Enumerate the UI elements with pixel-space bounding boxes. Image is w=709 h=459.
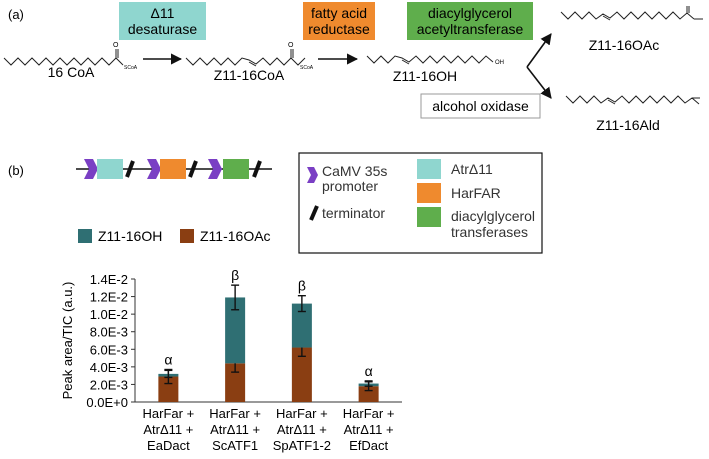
- chart-legend: Z11-16OH Z11-16OAc: [78, 228, 271, 244]
- atom-scoa-2: SCoA: [300, 65, 314, 71]
- promoter-icon: [208, 159, 222, 179]
- legend-atr-label: AtrΔ11: [451, 161, 493, 177]
- terminator-icon: [125, 160, 135, 178]
- promoter-icon: [84, 159, 98, 179]
- compound-z11-16coa: Z11-16CoA: [214, 67, 285, 83]
- legend-terminator-icon: [309, 205, 319, 221]
- atom-oh: OH: [495, 60, 504, 66]
- significance-label: β: [231, 267, 239, 283]
- dgat-gene: [223, 159, 249, 179]
- significance-label: β: [298, 278, 306, 294]
- y-tick-label: 1.2E-2: [90, 290, 128, 305]
- legend-z11-16oac-label: Z11-16OAc: [200, 228, 271, 244]
- harfar-gene: [160, 159, 186, 179]
- legend-z11-16oh-label: Z11-16OH: [98, 228, 162, 244]
- arrow-to-oac: [526, 33, 552, 68]
- arrow-to-ald: [526, 66, 552, 99]
- molecule-z11-16oh: [366, 55, 494, 65]
- y-axis-label: Peak area/TIC (a.u.): [60, 282, 75, 400]
- atom-o-1: O: [113, 42, 119, 49]
- legend-terminator-label: terminator: [322, 205, 385, 221]
- y-tick-label: 8.0E-3: [90, 325, 128, 340]
- legend-z11-16oac-swatch: [180, 229, 194, 243]
- promoter-icon: [147, 159, 161, 179]
- legend-dgat-swatch: [417, 207, 441, 227]
- legend-z11-16oh-swatch: [78, 229, 92, 243]
- y-tick-label: 2.0E-3: [90, 377, 128, 392]
- compound-z11-16oac: Z11-16OAc: [589, 37, 660, 53]
- molecule-16coa: [3, 49, 124, 66]
- terminator-icon: [188, 160, 198, 178]
- bar-z11-16oh: [291, 303, 312, 348]
- x-tick-label: HarFar +AtrΔ11 +ScATF1: [209, 406, 261, 453]
- oxidase-box: alcohol oxidase: [420, 93, 541, 119]
- y-tick-label: 0.0E+0: [86, 395, 128, 410]
- molecule-z11-16coa: [185, 49, 306, 67]
- bar-z11-16oac: [291, 347, 312, 402]
- y-tick-label: 6.0E-3: [90, 342, 128, 357]
- significance-label: α: [164, 351, 172, 367]
- bar-z11-16oac: [358, 386, 379, 402]
- legend-harfar-swatch: [417, 183, 441, 203]
- oxidase-label: alcohol oxidase: [432, 98, 529, 114]
- panel-b-label: (b): [8, 163, 24, 178]
- atom-scoa-1: SCoA: [124, 65, 138, 71]
- compound-z11-16oh: Z11-16OH: [393, 68, 457, 84]
- gene-construct: [76, 159, 272, 179]
- compound-z11-16ald: Z11-16Ald: [596, 117, 660, 133]
- y-tick-label: 1.0E-2: [90, 307, 128, 322]
- x-tick-label: HarFar +AtrΔ11 +EfDact: [343, 406, 395, 453]
- legend-atr-swatch: [417, 159, 441, 179]
- molecule-z11-16ald: [565, 95, 700, 105]
- x-tick-label: HarFar +AtrΔ11 +SpATF1-2: [273, 406, 331, 453]
- bar-z11-16oac: [158, 376, 179, 402]
- significance-label: α: [365, 363, 373, 379]
- atom-o-2: O: [288, 42, 294, 49]
- legend-promoter-icon: [307, 167, 318, 183]
- bar-z11-16oh: [225, 297, 246, 364]
- legend-harfar-label: HarFAR: [451, 185, 501, 201]
- y-tick-label: 1.4E-2: [90, 272, 128, 287]
- bar-z11-16oac: [225, 363, 246, 402]
- molecule-z11-16oac: [560, 6, 703, 21]
- x-tick-label: HarFar +AtrΔ11 +EaDact: [143, 406, 195, 453]
- bar-chart: Peak area/TIC (a.u.) 0.0E+0 2.0E-3 4.0E-3 6…: [60, 267, 402, 453]
- y-tick-label: 4.0E-3: [90, 360, 128, 375]
- terminator-icon: [252, 160, 262, 178]
- compound-16coa: 16 CoA: [48, 64, 95, 80]
- atr-gene: [97, 159, 123, 179]
- panel-a-label: (a): [8, 7, 24, 22]
